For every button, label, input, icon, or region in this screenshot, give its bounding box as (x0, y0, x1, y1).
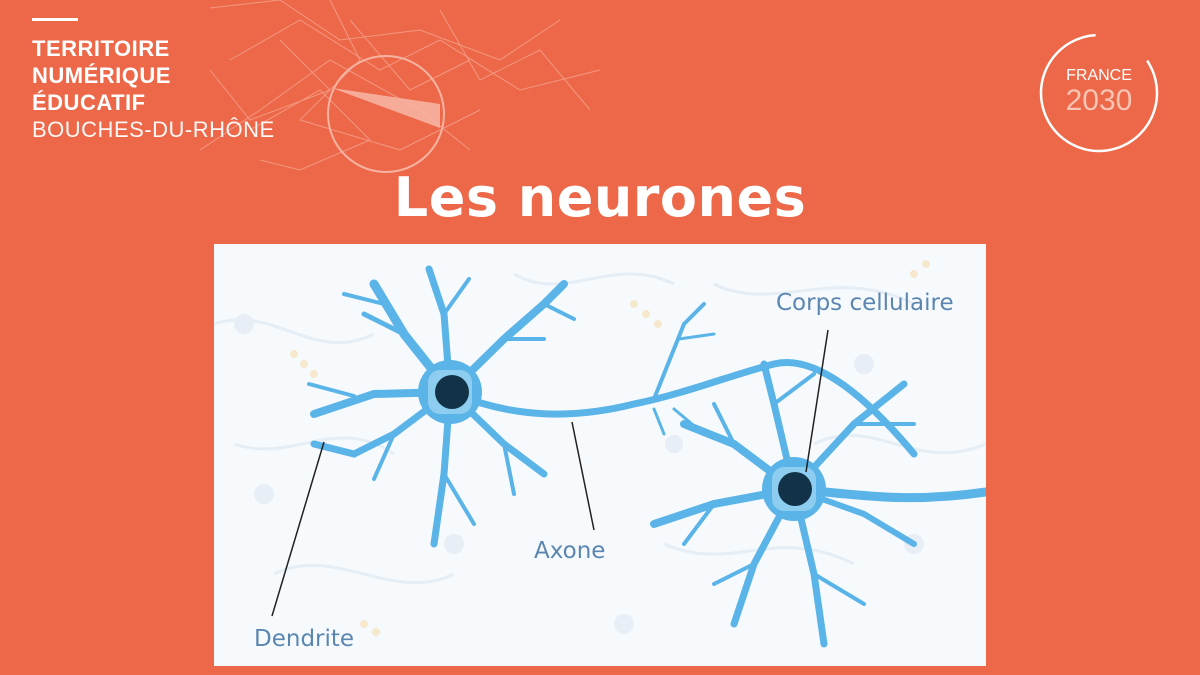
france-2030-logo: FRANCE 2030 (1039, 33, 1159, 153)
neuron-1 (307, 265, 918, 548)
neuron-diagram: Corps cellulaire Axone Dendrite (214, 244, 986, 666)
background-network-lines (199, 0, 601, 173)
brand-line-1: TERRITOIRE (32, 36, 170, 61)
label-cell-body: Corps cellulaire (776, 290, 954, 316)
neuron-2-nucleus (778, 472, 812, 506)
dendrite-pointer (271, 441, 325, 617)
label-axon: Axone (534, 538, 605, 564)
neuron-1-nucleus (435, 375, 469, 409)
brand-line-4: BOUCHES-DU-RHÔNE (32, 117, 275, 142)
logo-bottom-text: 2030 (1066, 84, 1133, 117)
logo-top-text: FRANCE (1066, 67, 1132, 84)
cell-body-pointer (805, 329, 829, 473)
background-neurons (214, 272, 986, 585)
label-dendrite: Dendrite (254, 626, 354, 652)
neuron-diagram-svg: Corps cellulaire Axone Dendrite (214, 260, 986, 652)
brand-bar (32, 18, 78, 21)
brand-block: TERRITOIRE NUMÉRIQUE ÉDUCATIF BOUCHES-DU… (32, 18, 275, 143)
myelin-dots (290, 260, 930, 636)
axon-pointer (571, 421, 595, 531)
brand-line-3: ÉDUCATIF (32, 90, 146, 115)
slide-title: Les neurones (393, 166, 807, 229)
background-cells (234, 314, 924, 634)
brand-line-2: NUMÉRIQUE (32, 63, 171, 88)
